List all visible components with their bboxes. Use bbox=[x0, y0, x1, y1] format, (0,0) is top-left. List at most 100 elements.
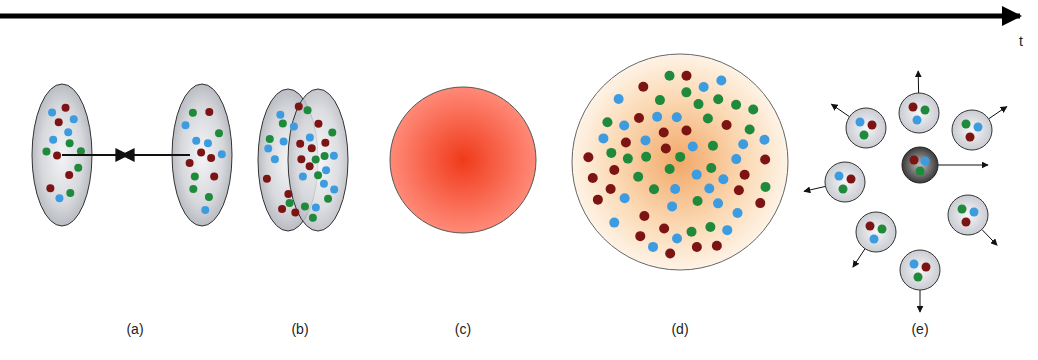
quark-dot bbox=[264, 144, 272, 152]
emission-arrow bbox=[853, 249, 865, 267]
nucleus bbox=[288, 89, 348, 231]
quark-dot bbox=[309, 214, 317, 222]
hadron bbox=[856, 212, 896, 252]
quark-dot bbox=[870, 235, 879, 244]
quark-dot bbox=[204, 139, 212, 147]
stage-c bbox=[390, 87, 536, 233]
emission-arrow bbox=[982, 229, 997, 245]
quark-dot bbox=[621, 138, 631, 148]
quark-dot bbox=[308, 144, 316, 152]
quark-dot bbox=[745, 125, 755, 135]
quark-dot bbox=[55, 194, 63, 202]
quark-dot bbox=[682, 71, 692, 81]
quark-dot bbox=[738, 139, 748, 149]
quark-dot bbox=[665, 71, 675, 81]
quark-dot bbox=[672, 234, 682, 244]
quark-dot bbox=[301, 202, 309, 210]
hadron bbox=[900, 250, 940, 290]
quark-dot bbox=[675, 152, 685, 162]
quark-dot bbox=[263, 175, 271, 183]
quark-dot bbox=[693, 196, 703, 206]
quark-dot bbox=[606, 148, 616, 158]
quark-dot bbox=[659, 128, 669, 138]
quark-dot bbox=[648, 242, 658, 252]
axis-label: t bbox=[1019, 33, 1023, 50]
quark-dot bbox=[760, 155, 770, 165]
quark-dot bbox=[839, 185, 848, 194]
quark-dot bbox=[703, 113, 713, 123]
quark-dot bbox=[266, 135, 274, 143]
quark-dot bbox=[328, 128, 336, 136]
quark-dot bbox=[635, 231, 645, 241]
quark-dot bbox=[218, 150, 226, 158]
quark-dot bbox=[712, 241, 722, 251]
quark-dot bbox=[614, 94, 624, 104]
quark-dot bbox=[649, 184, 659, 194]
quark-dot bbox=[633, 172, 643, 182]
quark-dot bbox=[191, 172, 199, 180]
quark-dot bbox=[910, 260, 919, 269]
quark-dot bbox=[722, 225, 732, 235]
quark-dot bbox=[655, 95, 665, 105]
quark-dot bbox=[314, 171, 322, 179]
quark-dot bbox=[620, 193, 630, 203]
stage-b bbox=[258, 89, 348, 231]
quark-dot bbox=[916, 167, 925, 176]
quark-dot bbox=[962, 120, 971, 129]
quark-dot bbox=[197, 149, 205, 157]
quark-dot bbox=[914, 273, 923, 282]
quark-dot bbox=[638, 82, 648, 92]
quark-dot bbox=[639, 211, 649, 221]
quark-dot bbox=[322, 166, 330, 174]
quark-dot bbox=[878, 225, 887, 234]
emission-arrow bbox=[938, 165, 988, 166]
quark-dot bbox=[921, 157, 930, 166]
quark-dot bbox=[759, 135, 769, 145]
quark-dot bbox=[623, 154, 633, 164]
quark-dot bbox=[731, 154, 741, 164]
quark-dot bbox=[324, 195, 332, 203]
quark-dot bbox=[734, 185, 744, 195]
quark-dot bbox=[708, 141, 718, 151]
quark-dot bbox=[974, 123, 983, 132]
quark-dot bbox=[181, 121, 189, 129]
quark-dot bbox=[49, 136, 57, 144]
hadron bbox=[846, 108, 886, 148]
quark-dot bbox=[755, 198, 765, 208]
quark-dot bbox=[847, 175, 856, 184]
quark-dot bbox=[761, 182, 771, 192]
quark-dot bbox=[306, 134, 314, 142]
quark-dot bbox=[65, 171, 73, 179]
quark-dot bbox=[276, 111, 284, 119]
quark-dot bbox=[588, 173, 598, 183]
quark-dot bbox=[215, 129, 223, 137]
quark-dot bbox=[210, 173, 218, 181]
quark-dot bbox=[290, 122, 298, 130]
quark-dot bbox=[868, 121, 877, 130]
quark-dot bbox=[306, 162, 314, 170]
quark-dot bbox=[866, 222, 875, 231]
stage-label: (d) bbox=[671, 321, 688, 338]
quark-dot bbox=[66, 189, 74, 197]
quark-dot bbox=[279, 120, 287, 128]
quark-dot bbox=[321, 152, 329, 160]
stage-label: (b) bbox=[291, 321, 308, 338]
quark-dot bbox=[692, 242, 702, 252]
quark-dot bbox=[53, 152, 61, 160]
quark-dot bbox=[609, 218, 619, 228]
quark-dot bbox=[693, 99, 703, 109]
quark-dot bbox=[665, 164, 675, 174]
quark-dot bbox=[286, 199, 294, 207]
quark-dot bbox=[704, 184, 714, 194]
emission-arrow bbox=[989, 107, 1007, 119]
quark-dot bbox=[296, 140, 304, 148]
quark-dot bbox=[716, 76, 726, 86]
quark-dot bbox=[207, 154, 215, 162]
quark-dot bbox=[312, 156, 320, 164]
quark-dot bbox=[192, 137, 200, 145]
quark-dot bbox=[205, 193, 213, 201]
quark-dot bbox=[634, 113, 644, 123]
quark-dot bbox=[321, 139, 329, 147]
